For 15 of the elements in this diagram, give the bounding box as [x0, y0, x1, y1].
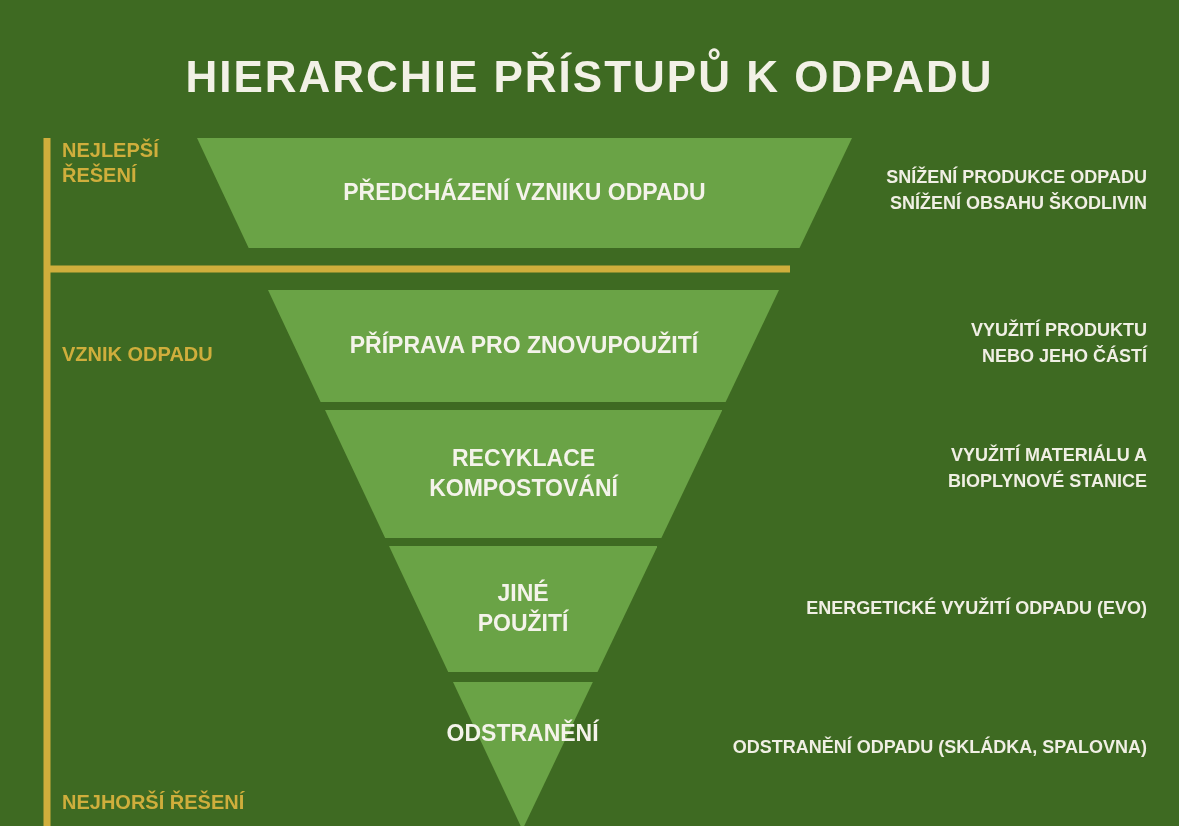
description-text: SNÍŽENÍ OBSAHU ŠKODLIVIN — [888, 191, 1147, 215]
band-label: KOMPOSTOVÁNÍ — [429, 474, 618, 503]
description-text: ODSTRANĚNÍ ODPADU (SKLÁDKA, SPALOVNA) — [731, 735, 1147, 759]
description-text: SNÍŽENÍ PRODUKCE ODPADU — [885, 165, 1147, 189]
scale-label: VZNIK ODPADU — [62, 342, 214, 367]
band-label: JINÉ POUŽITÍ — [476, 579, 570, 638]
band-label: PŘÍPRAVA PRO ZNOVUPOUŽITÍ — [349, 331, 699, 361]
description-text: ENERGETICKÉ VYUŽITÍ ODPADU (EVO) — [805, 596, 1147, 620]
scale-label: NEJHORŠÍ ŘEŠENÍ — [62, 790, 246, 815]
band-label: PŘEDCHÁZENÍ VZNIKU ODPADU — [343, 178, 706, 208]
scale-label: NEJLEPŠÍ ŘEŠENÍ — [62, 138, 160, 188]
description-text: VYUŽITÍ PRODUKTU NEBO JEHO ČÁSTÍ — [970, 318, 1147, 369]
band-label: RECYKLACE — [451, 444, 596, 474]
description-text: VYUŽITÍ MATERIÁLU A BIOPLYNOVÉ STANICE — [946, 443, 1147, 494]
band-label: ODSTRANĚNÍ — [446, 719, 599, 749]
